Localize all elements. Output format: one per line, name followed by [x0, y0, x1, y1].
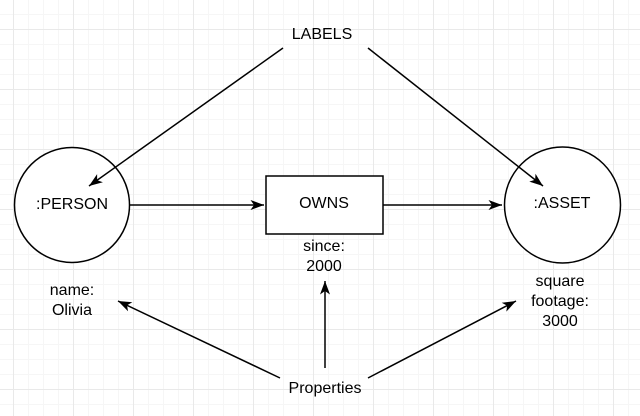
properties-annotation-text: Properties	[288, 380, 362, 397]
owns-relationship-label: OWNS	[299, 195, 349, 212]
labels-annotation-text: LABELS	[291, 26, 353, 43]
arrow-properties-to-footage	[367, 300, 517, 379]
property-line: since:	[303, 238, 345, 255]
person-property-text: name: Olivia	[50, 281, 94, 321]
owns-property-text: since: 2000	[303, 237, 345, 277]
property-line: Olivia	[51, 302, 92, 319]
owns-relationship-box	[265, 175, 384, 235]
property-line: footage:	[531, 293, 589, 310]
person-node-label: :PERSON	[35, 196, 109, 213]
property-line: square	[535, 273, 585, 290]
arrow-labels-to-person	[88, 47, 284, 187]
property-line: 2000	[306, 258, 342, 275]
asset-property-text: square footage: 3000	[531, 272, 589, 332]
property-line: 3000	[542, 313, 578, 330]
arrow-labels-to-asset	[367, 47, 544, 187]
property-line: name:	[49, 282, 95, 299]
arrow-properties-to-name	[117, 300, 281, 379]
asset-node-label: :ASSET	[533, 195, 591, 212]
